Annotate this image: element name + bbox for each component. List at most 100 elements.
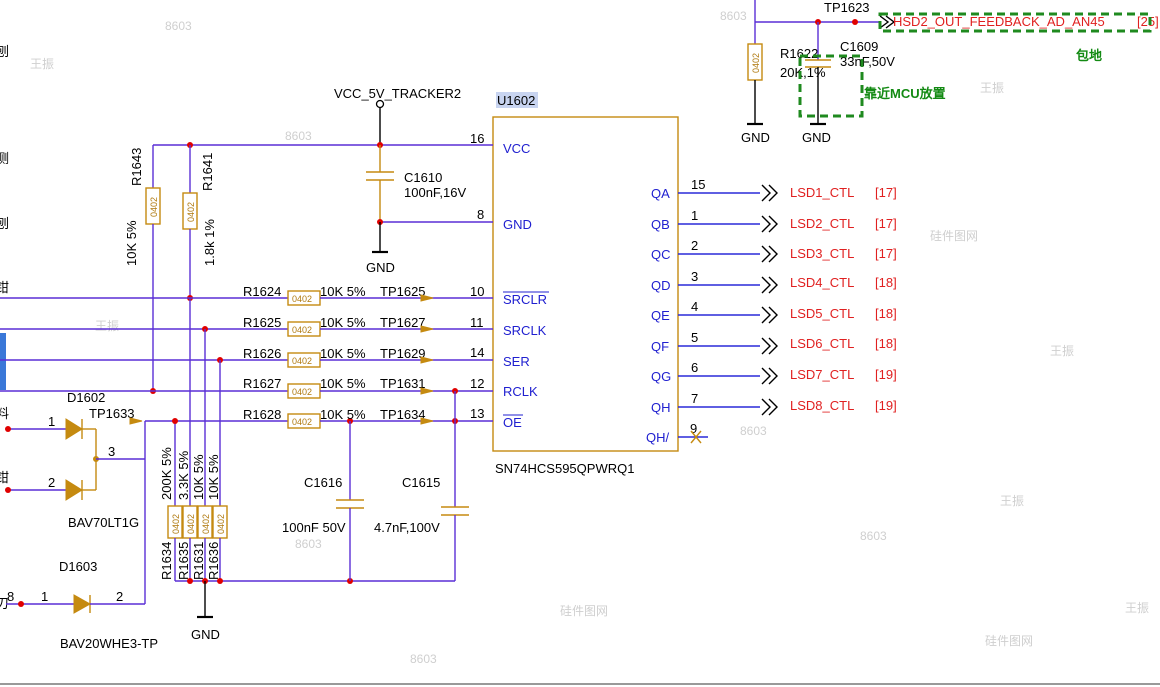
pin-num: 5 — [691, 330, 698, 345]
pin-num: 16 — [470, 131, 484, 146]
net-label-lsd8[interactable]: LSD8_CTL — [790, 398, 854, 413]
net-label-hsd2-feedback[interactable]: HSD2_OUT_FEEDBACK_AD_AN45 — [893, 14, 1105, 29]
res-value-r1635: 3.3K 5% — [176, 450, 191, 500]
ground-guard-box — [878, 12, 1152, 33]
test-point-tp1633[interactable]: TP1633 — [89, 406, 135, 421]
pin-num: 4 — [691, 299, 698, 314]
diode-symbol[interactable] — [73, 594, 92, 614]
pin-num: 11 — [470, 315, 484, 330]
res-value: 10K 5% — [320, 284, 366, 299]
pin-num: 10 — [470, 284, 484, 299]
test-point-icon — [420, 294, 434, 302]
res-ref-r1631[interactable]: R1631 — [191, 542, 206, 580]
watermark: 王振 — [30, 57, 54, 71]
cap-ref-c1615[interactable]: C1615 — [402, 475, 440, 490]
diode-part-d1602: BAV70LT1G — [68, 515, 139, 530]
diode-pin: 2 — [48, 475, 55, 490]
ic-ref[interactable]: U1602 — [497, 93, 535, 108]
sheet-ref: [18] — [875, 336, 897, 351]
res-ref-r1643[interactable]: R1643 — [129, 148, 144, 186]
right-pin-qa[interactable]: QA 15 LSD1_CTL [17] — [651, 177, 897, 202]
diode-ref-d1602[interactable]: D1602 — [67, 390, 105, 405]
res-value-r1641: 1.8k 1% — [202, 219, 217, 266]
watermark: 硅件图网 — [985, 634, 1033, 648]
net-label-lsd2[interactable]: LSD2_CTL — [790, 216, 854, 231]
power-port-icon — [375, 99, 385, 109]
gnd-label: GND — [191, 627, 220, 642]
pin-name-srclr: SRCLR — [503, 292, 547, 307]
test-point-tp1625[interactable]: TP1625 — [380, 284, 426, 299]
res-ref-r1627[interactable]: R1627 — [243, 376, 281, 391]
res-ref-r1628[interactable]: R1628 — [243, 407, 281, 422]
cap-value-c1609: 33nF,50V — [840, 54, 895, 69]
cap-ref-c1610[interactable]: C1610 — [404, 170, 442, 185]
res-value-r1631: 10K 5% — [191, 454, 206, 500]
right-pin-qh-prime[interactable]: QH/ 9 — [646, 421, 708, 445]
pin-name-qf: QF — [651, 339, 669, 354]
res-ref-r1634[interactable]: R1634 — [159, 542, 174, 580]
junction — [5, 426, 11, 432]
pin-num: 14 — [470, 345, 484, 360]
cap-ref-c1609[interactable]: C1609 — [840, 39, 878, 54]
res-ref-r1635[interactable]: R1635 — [176, 542, 191, 580]
right-pin-qc[interactable]: QC 2 LSD3_CTL [17] — [651, 238, 897, 263]
test-point-tp1629[interactable]: TP1629 — [380, 346, 426, 361]
near-mcu-box — [798, 54, 864, 118]
pin-name-gnd: GND — [503, 217, 532, 232]
net-label-lsd6[interactable]: LSD6_CTL — [790, 336, 854, 351]
test-point-tp1634[interactable]: TP1634 — [380, 407, 426, 422]
no-connect-icon — [690, 430, 702, 444]
right-pin-qh[interactable]: QH 7 LSD8_CTL [19] — [651, 391, 897, 416]
net-label-lsd4[interactable]: LSD4_CTL — [790, 275, 854, 290]
res-ref-r1636[interactable]: R1636 — [206, 542, 221, 580]
net-label-lsd3[interactable]: LSD3_CTL — [790, 246, 854, 261]
res-ref-r1626[interactable]: R1626 — [243, 346, 281, 361]
res-ref-r1622[interactable]: R1622 — [780, 46, 818, 61]
cap-value-c1615: 4.7nF,100V — [374, 520, 440, 535]
net-label-lsd7[interactable]: LSD7_CTL — [790, 367, 854, 382]
junction — [18, 601, 24, 607]
pin-num: 6 — [691, 360, 698, 375]
cap-value-c1610: 100nF,16V — [404, 185, 466, 200]
diode-ref-d1603[interactable]: D1603 — [59, 559, 97, 574]
pin-name-vcc: VCC — [503, 141, 530, 156]
res-value: 10K 5% — [320, 346, 366, 361]
cap-ref-c1616[interactable]: C1616 — [304, 475, 342, 490]
diode-symbol[interactable] — [65, 479, 83, 501]
right-pin-qe[interactable]: QE 4 LSD5_CTL [18] — [651, 299, 897, 324]
res-value: 10K 5% — [320, 376, 366, 391]
res-ref-r1624[interactable]: R1624 — [243, 284, 281, 299]
pin-name-qh: QH — [651, 400, 671, 415]
ic-ref-highlight — [496, 92, 538, 108]
pkg-label: 0402 — [751, 53, 761, 73]
right-pin-qg[interactable]: QG 6 LSD7_CTL [19] — [651, 360, 897, 385]
ic-part-number: SN74HCS595QPWRQ1 — [495, 461, 634, 476]
net-label-lsd1[interactable]: LSD1_CTL — [790, 185, 854, 200]
off-sheet-connector-icon — [879, 15, 896, 29]
test-point-tp1623[interactable]: TP1623 — [824, 0, 870, 15]
sheet-ref: [17] — [875, 216, 897, 231]
res-ref-r1641[interactable]: R1641 — [200, 153, 215, 191]
right-pin-qb[interactable]: QB 1 LSD2_CTL [17] — [651, 208, 897, 233]
diode-symbol[interactable] — [65, 418, 83, 440]
pin-num: 3 — [691, 269, 698, 284]
pkg-label: 0402 — [292, 356, 312, 366]
ic-body[interactable] — [492, 116, 679, 452]
note-near-mcu: 靠近MCU放置 — [864, 86, 946, 101]
right-pin-qd[interactable]: QD 3 LSD4_CTL [18] — [651, 269, 897, 294]
right-pin-qf[interactable]: QF 5 LSD6_CTL [18] — [651, 330, 897, 355]
pin-name-qb: QB — [651, 217, 670, 232]
sheet-ref: [25] — [1137, 14, 1159, 29]
test-point-tp1631[interactable]: TP1631 — [380, 376, 426, 391]
test-point-icon — [420, 356, 434, 364]
net-label-lsd5[interactable]: LSD5_CTL — [790, 306, 854, 321]
junction — [852, 19, 858, 25]
edge-glyph: 刃 — [0, 596, 9, 611]
gnd-label: GND — [741, 130, 770, 145]
test-point-icon — [420, 325, 434, 333]
pkg-label: 0402 — [149, 197, 159, 217]
res-ref-r1625[interactable]: R1625 — [243, 315, 281, 330]
test-point-tp1627[interactable]: TP1627 — [380, 315, 426, 330]
edge-glyph: 刨 — [0, 44, 9, 59]
